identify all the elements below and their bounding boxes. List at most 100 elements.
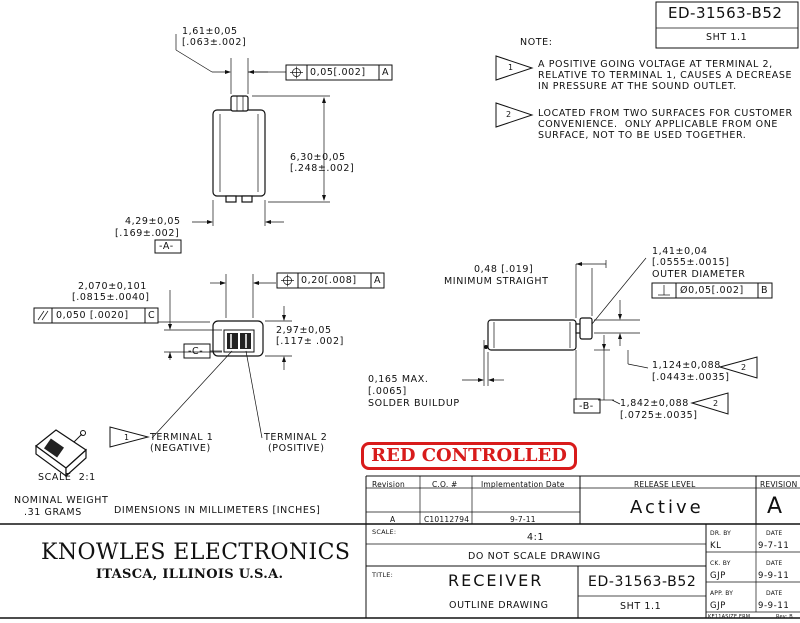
company-location: ITASCA, ILLINOIS U.S.A. [96, 567, 284, 582]
dim-b-mm: 1,842±0,088 [620, 398, 689, 409]
notes-title: NOTE: [520, 37, 553, 48]
top-width-in: [.063±.002] [182, 37, 247, 48]
ck-by-value: GJP [710, 571, 727, 581]
footer-rev: Rev: B [776, 614, 793, 620]
solder-in: [.0065] [368, 386, 407, 397]
ck-date-label: DATE [766, 560, 783, 567]
release-level: Active [630, 497, 704, 518]
top-view [175, 34, 330, 226]
title-block-grid [0, 475, 800, 619]
units-note: DIMENSIONS IN MILLIMETERS [INCHES] [114, 505, 321, 516]
dim-b-flag [690, 392, 729, 415]
note2-line-1: LOCATED FROM TWO SURFACES FOR CUSTOMER [538, 108, 793, 119]
dim-a-mm: 1,124±0,088 [652, 360, 721, 371]
tube-mm: 1,41±0,04 [652, 246, 708, 257]
terminal-1-label: TERMINAL 1 [150, 432, 214, 443]
header-box [655, 1, 799, 49]
title-label: TITLE: [372, 571, 393, 579]
top-height-in: [.248±.002] [290, 163, 355, 174]
drawing-subtitle: OUTLINE DRAWING [449, 600, 549, 611]
weight-value: .31 GRAMS [24, 507, 82, 518]
footer-form: KE11ASIZE FRM [708, 614, 751, 620]
straight-value: 0,48 [.019] [474, 264, 534, 275]
ck-date-value: 9-9-11 [758, 571, 790, 581]
red-controlled-text: RED CONTROLLED [371, 445, 567, 466]
iso-scale: SCALE 2:1 [38, 472, 96, 483]
datum-b-box [573, 398, 601, 414]
app-by-value: GJP [710, 601, 727, 611]
datum-b-label: -B- [579, 401, 594, 412]
top-fcf-value: 0,05[.002] [310, 67, 366, 78]
top-body-mm: 4,29±0,05 [125, 216, 181, 227]
solder-label: SOLDER BUILDUP [368, 398, 460, 409]
terminal-2-label: TERMINAL 2 [264, 432, 328, 443]
scale-value: 4:1 [527, 532, 545, 543]
app-date-value: 9-9-11 [758, 601, 790, 611]
isometric-view [35, 429, 87, 478]
note1-flag [495, 55, 534, 81]
scale-label: SCALE: [372, 528, 397, 536]
end-dim-mm: 2,070±0,101 [78, 281, 147, 292]
dr-by-label: DR. BY [710, 530, 732, 537]
revision-letter: A [767, 494, 783, 519]
top-height-mm: 6,30±0,05 [290, 152, 346, 163]
dim-a-in: [.0443±.0035] [652, 372, 730, 383]
dim-b-flag-number: 2 [713, 399, 719, 408]
note2-line-2: CONVENIENCE. ONLY APPLICABLE FROM ONE [538, 119, 779, 130]
company-name: KNOWLES ELECTRONICS [41, 540, 351, 565]
top-fcf-frame [285, 64, 393, 81]
note2-flag-number: 2 [506, 110, 512, 119]
flatness-datum: C [148, 310, 156, 321]
rev-col-impl: Implementation Date [481, 480, 565, 489]
red-controlled-stamp [361, 442, 577, 470]
rev-col-rev: REVISION [760, 480, 798, 489]
top-width-mm: 1,61±0,05 [182, 26, 238, 37]
datum-a-label: -A- [159, 241, 174, 252]
note2-line-3: SURFACE, NOT TO BE USED TOGETHER. [538, 130, 747, 141]
solder-value: 0,165 MAX. [368, 374, 429, 385]
rev-col-co: C.O. # [432, 480, 458, 489]
app-by-label: APP. BY [710, 590, 734, 597]
terminal-1-flag-number: 1 [124, 433, 130, 442]
flatness-frame [33, 307, 159, 324]
header-drawing-number: ED-31563-B52 [668, 4, 783, 22]
dim-a-flag-number: 2 [741, 363, 747, 372]
end-fcf-value: 0,20[.008] [301, 275, 357, 286]
app-date-label: DATE [766, 590, 783, 597]
perp-value: Ø0,05[.002] [680, 285, 744, 296]
top-fcf-datum: A [382, 67, 390, 78]
tube-label: OUTER DIAMETER [652, 269, 746, 280]
dr-by-value: KL [710, 541, 722, 551]
rev-row-revision: A [390, 515, 396, 524]
note1-line-3: IN PRESSURE AT THE SOUND OUTLET. [538, 81, 737, 92]
terminal-1-flag [109, 426, 150, 448]
top-body-in: [.169±.002] [115, 228, 180, 239]
rev-col-release: RELEASE LEVEL [634, 480, 696, 489]
side-view [462, 257, 649, 405]
tube-in: [.0555±.0015] [652, 257, 730, 268]
weight-label: NOMINAL WEIGHT [14, 495, 109, 506]
title-sheet: SHT 1.1 [620, 601, 662, 612]
datum-c-label: -C- [188, 346, 204, 357]
terminal-1-sub: (NEGATIVE) [150, 443, 211, 454]
dr-date-label: DATE [766, 530, 783, 537]
note1-line-1: A POSITIVE GOING VOLTAGE AT TERMINAL 2, [538, 59, 773, 70]
perp-datum: B [761, 285, 769, 296]
dr-date-value: 9-7-11 [758, 541, 790, 551]
title-drawing-number: ED-31563-B52 [588, 574, 697, 590]
rev-row-co: C10112794 [424, 515, 470, 524]
datum-a-box [154, 239, 182, 254]
end-fcf-frame [276, 272, 385, 289]
dim-a-flag [718, 356, 758, 379]
dim-b-in: [.0725±.0035] [620, 410, 698, 421]
terminal-2-sub: (POSITIVE) [268, 443, 325, 454]
end-fcf-datum: A [374, 275, 382, 286]
end-dim2-in: [.117± .002] [276, 336, 344, 347]
datum-c-box [183, 343, 211, 359]
end-view [151, 274, 292, 439]
do-not-scale: DO NOT SCALE DRAWING [468, 551, 601, 562]
rev-row-date: 9-7-11 [510, 515, 536, 524]
note2-flag [495, 102, 534, 128]
